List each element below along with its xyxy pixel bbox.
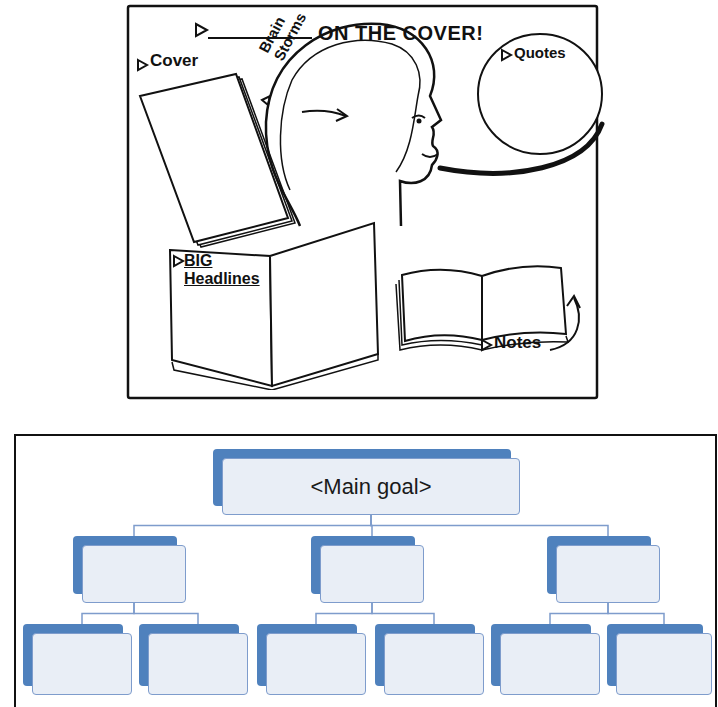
sketch-title: ON THE COVER!	[318, 22, 558, 45]
open-book: BIG Headlines	[166, 220, 382, 390]
goal-box	[616, 633, 712, 695]
speech-bubble: Quotes	[476, 30, 604, 158]
connector-group	[82, 515, 664, 633]
book-right-page	[270, 223, 378, 386]
brain-outline	[280, 40, 419, 190]
sketch-label: Cover	[150, 52, 220, 71]
bullet-triangle	[502, 50, 511, 60]
sketch-label: Brain Storms	[256, 0, 312, 63]
notebook-left-page	[402, 270, 482, 341]
magazine-cover	[140, 74, 288, 242]
sketch-label: Quotes	[514, 44, 594, 61]
goal-box	[500, 633, 600, 695]
arrow-head	[567, 296, 580, 308]
book-outline	[166, 220, 382, 390]
sketch-label: BIG Headlines	[184, 252, 262, 289]
goal-box	[148, 633, 248, 695]
goal-box	[556, 545, 660, 603]
notebook-right-page	[482, 266, 566, 340]
goal-box	[266, 633, 366, 695]
eye	[412, 116, 425, 119]
bullet-triangle	[174, 256, 183, 266]
goal-box	[82, 545, 186, 603]
eye-pupil	[417, 119, 422, 124]
goal-box: <Main goal>	[222, 458, 520, 515]
sketch-label: Notes	[494, 334, 564, 353]
goal-text: <Main goal>	[310, 474, 431, 499]
bullet-triangle	[196, 24, 207, 36]
mouth	[422, 154, 438, 157]
panel-border	[15, 435, 716, 707]
goal-box	[32, 633, 132, 695]
arrow-head	[336, 109, 347, 121]
goal-box	[384, 633, 484, 695]
goal-box	[320, 545, 424, 603]
bullet-triangle	[482, 340, 491, 350]
leader-arrow	[550, 298, 579, 350]
head-profile	[266, 24, 441, 226]
bullet-triangle	[138, 60, 147, 70]
book-left-page	[170, 250, 272, 386]
bubble-outline	[478, 34, 602, 154]
